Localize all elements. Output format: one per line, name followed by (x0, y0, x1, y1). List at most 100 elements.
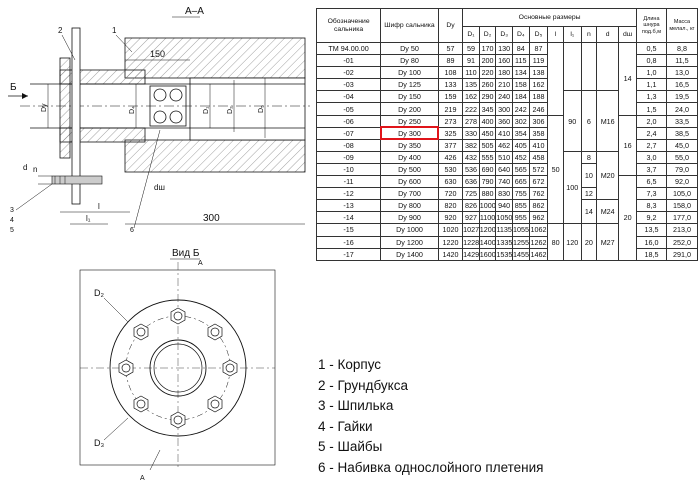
row-dy: 133 (437, 78, 464, 92)
view-b-title: Вид Б (172, 248, 200, 259)
row-d4: 158 (511, 78, 530, 92)
hdr-l: l (547, 26, 564, 43)
row-designation: -13 (315, 199, 382, 213)
hdr-l1: l₁ (562, 26, 582, 43)
row-d3: 240 (495, 90, 513, 104)
row-dy: 273 (437, 114, 464, 128)
row-dy: 377 (437, 138, 464, 152)
row-designation: -11 (315, 175, 382, 189)
row-d3: 1135 (495, 223, 513, 237)
hdr-mass: Масса мелал., кг (665, 8, 699, 43)
svg-text:l: l (98, 202, 100, 211)
row-len: 7,3 (636, 187, 667, 201)
row-cipher: Dу 700 (380, 187, 439, 201)
row-d4: 84 (511, 41, 530, 56)
row-d4: 184 (511, 90, 530, 104)
row-cipher: Dу 1400 (380, 247, 439, 261)
row-d2: 1400 (478, 235, 497, 249)
row-mass: 177,0 (665, 211, 699, 225)
svg-text:А: А (198, 260, 203, 267)
row-dy: 530 (437, 162, 464, 177)
row-d1: 59 (462, 41, 480, 56)
row-len: 2,7 (636, 138, 667, 152)
row-d4: 1255 (511, 235, 530, 249)
row-mass: 11,5 (665, 54, 699, 68)
row-dy: 219 (437, 102, 464, 116)
row-cipher: Dу 600 (380, 175, 439, 189)
row-d3: 640 (495, 162, 513, 177)
row-designation: -16 (315, 235, 382, 249)
hdr-length: Длина шнура под.б,м (636, 8, 667, 43)
row-d2: 1600 (478, 247, 497, 261)
row-d1: 636 (462, 175, 480, 189)
row-mass: 16,5 (665, 78, 699, 92)
row-d4: 242 (511, 102, 530, 116)
row-d5: 358 (528, 126, 549, 140)
row-dw: 16 (618, 114, 638, 177)
hdr-n: n (580, 26, 598, 43)
row-designation: -04 (315, 90, 382, 104)
row-l1: 120 (562, 223, 582, 261)
row-d2: 260 (478, 78, 497, 92)
row-d3: 160 (495, 54, 513, 68)
row-len: 3,7 (636, 162, 667, 177)
row-n: 10 (580, 162, 598, 189)
row-dy: 1420 (437, 247, 464, 261)
row-d1: 162 (462, 90, 480, 104)
body-bottom-hatch (124, 139, 306, 173)
row-d4: 565 (511, 162, 530, 177)
row-dy: 720 (437, 187, 464, 201)
row-cipher: Dу 100 (380, 66, 439, 80)
row-d2: 220 (478, 66, 497, 80)
row-d3: 1335 (495, 235, 513, 249)
row-d5: 1462 (528, 247, 549, 261)
row-d2: 1100 (478, 211, 497, 225)
row-d3: 360 (495, 114, 513, 128)
row-len: 0,8 (636, 54, 667, 68)
row-d1: 110 (462, 66, 480, 80)
row-d3: 940 (495, 199, 513, 213)
row-cipher: Dу 900 (380, 211, 439, 225)
row-d3: 210 (495, 78, 513, 92)
hdr-d5: D₅ (528, 26, 549, 43)
row-d1: 222 (462, 102, 480, 116)
row-dw: 20 (618, 175, 638, 261)
row-n: 14 (580, 199, 598, 225)
dim-150: 150 (150, 49, 165, 59)
svg-text:D₁: D₁ (203, 106, 210, 114)
section-title: А–А (185, 6, 204, 17)
row-dw: 14 (618, 42, 638, 116)
row-d5: 87 (528, 41, 549, 56)
row-d3: 1535 (495, 247, 513, 261)
row-len: 13,5 (636, 223, 667, 237)
row-d4: 1455 (511, 247, 530, 261)
row-len: 0,5 (636, 41, 667, 56)
row-mass: 252,0 (665, 235, 699, 249)
row-designation: -03 (315, 78, 382, 92)
legend-item: 2 - Грундбукса (318, 377, 408, 393)
spec-table-container: Обозначение сальника Шифр сальника Dу Ос… (315, 8, 699, 315)
row-mass: 55,0 (665, 150, 699, 164)
row-d2: 345 (478, 102, 497, 116)
svg-text:l₁: l₁ (86, 214, 91, 223)
row-cipher: Dу 400 (380, 150, 439, 164)
row-d4: 755 (511, 187, 530, 201)
hdr-d1: D₁ (462, 26, 480, 43)
row-cipher: Dу 200 (380, 102, 439, 116)
row-l (547, 42, 564, 116)
row-cipher: Dу 500 (380, 162, 439, 177)
row-d5: 1262 (528, 235, 549, 249)
row-l1: 100 (562, 150, 582, 225)
row-d1: 1228 (462, 235, 480, 249)
row-d4: 115 (511, 54, 530, 68)
row-designation: -12 (315, 187, 382, 201)
row-cipher: Dу 1000 (380, 223, 439, 237)
row-dy: 108 (437, 66, 464, 80)
row-d1: 536 (462, 162, 480, 177)
row-d5: 119 (528, 54, 549, 68)
